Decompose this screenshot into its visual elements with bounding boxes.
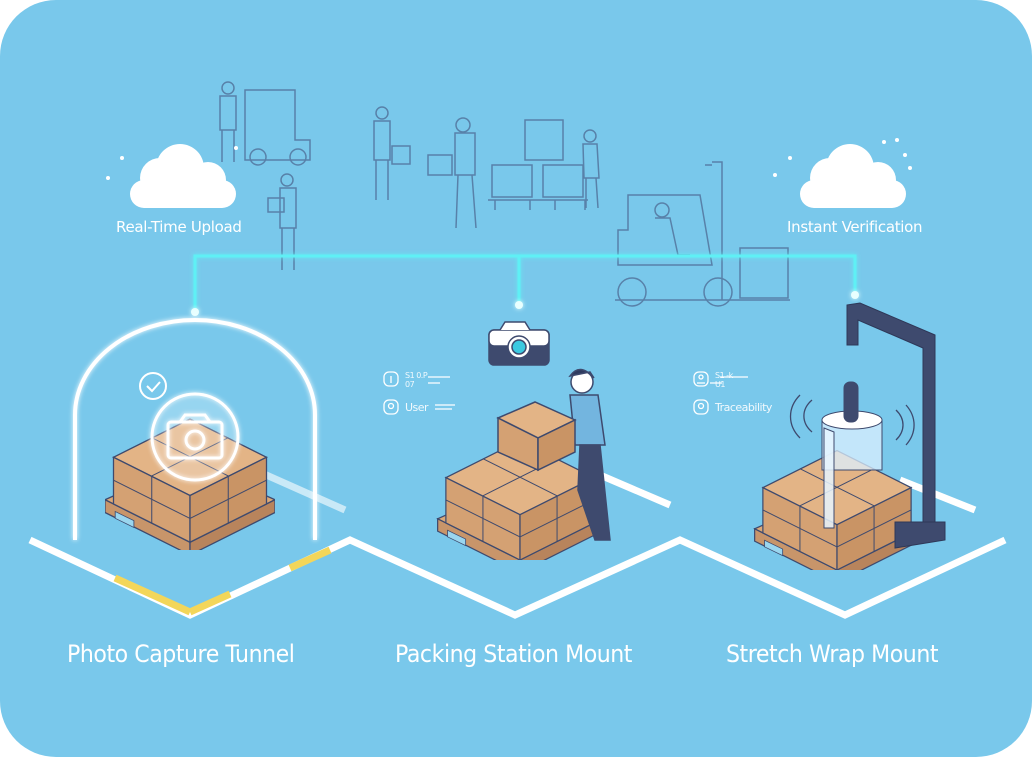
info-row-text: S1 0.P	[405, 371, 428, 380]
info-row-text: S1 -k	[715, 371, 733, 380]
photo-tunnel-arch	[73, 318, 317, 540]
packer-worker	[568, 368, 611, 541]
connector-nodes	[191, 291, 859, 316]
pallet-stack-icon	[488, 119, 588, 210]
check-circle-icon	[139, 372, 167, 400]
worker-icon	[219, 81, 237, 162]
station-title-stretch-wrap-mount: Stretch Wrap Mount	[726, 640, 939, 668]
sparkle-dots	[106, 138, 912, 180]
network-connector	[193, 254, 857, 312]
location-pin-icon	[693, 399, 709, 415]
stretch-wrap-arm-icon	[846, 302, 946, 549]
instant-verification-label: Instant Verification	[787, 218, 923, 236]
worker-carrying-box-icon	[373, 106, 411, 200]
floor-markings	[28, 466, 1007, 619]
info-row-text: User	[405, 401, 429, 414]
stretch-film-roll	[789, 381, 915, 529]
text-placeholder-lines	[428, 376, 748, 410]
worker-icon	[582, 129, 600, 209]
top-box	[496, 401, 577, 472]
worker-carrying-box-icon	[427, 117, 477, 229]
forklift-with-driver-icon	[615, 161, 790, 307]
real-time-upload-label: Real-Time Upload	[116, 218, 242, 236]
station-title-photo-capture-tunnel: Photo Capture Tunnel	[67, 640, 295, 668]
info-row-sub: U1	[715, 380, 725, 389]
cloud-icon	[130, 144, 236, 208]
forklift-icon	[244, 89, 311, 166]
info-row-sub: 07	[405, 380, 415, 389]
location-pin-icon	[383, 399, 399, 415]
camera-icon	[488, 321, 550, 366]
traceability-label: Traceability	[715, 401, 772, 414]
station-title-packing-station-mount: Packing Station Mount	[395, 640, 633, 668]
camera-icon	[150, 392, 240, 482]
worker-carrying-box-icon	[267, 173, 297, 270]
network-icon	[693, 371, 709, 387]
info-icon	[383, 371, 399, 387]
background-line-art	[219, 81, 790, 307]
cloud-icon	[800, 144, 906, 208]
